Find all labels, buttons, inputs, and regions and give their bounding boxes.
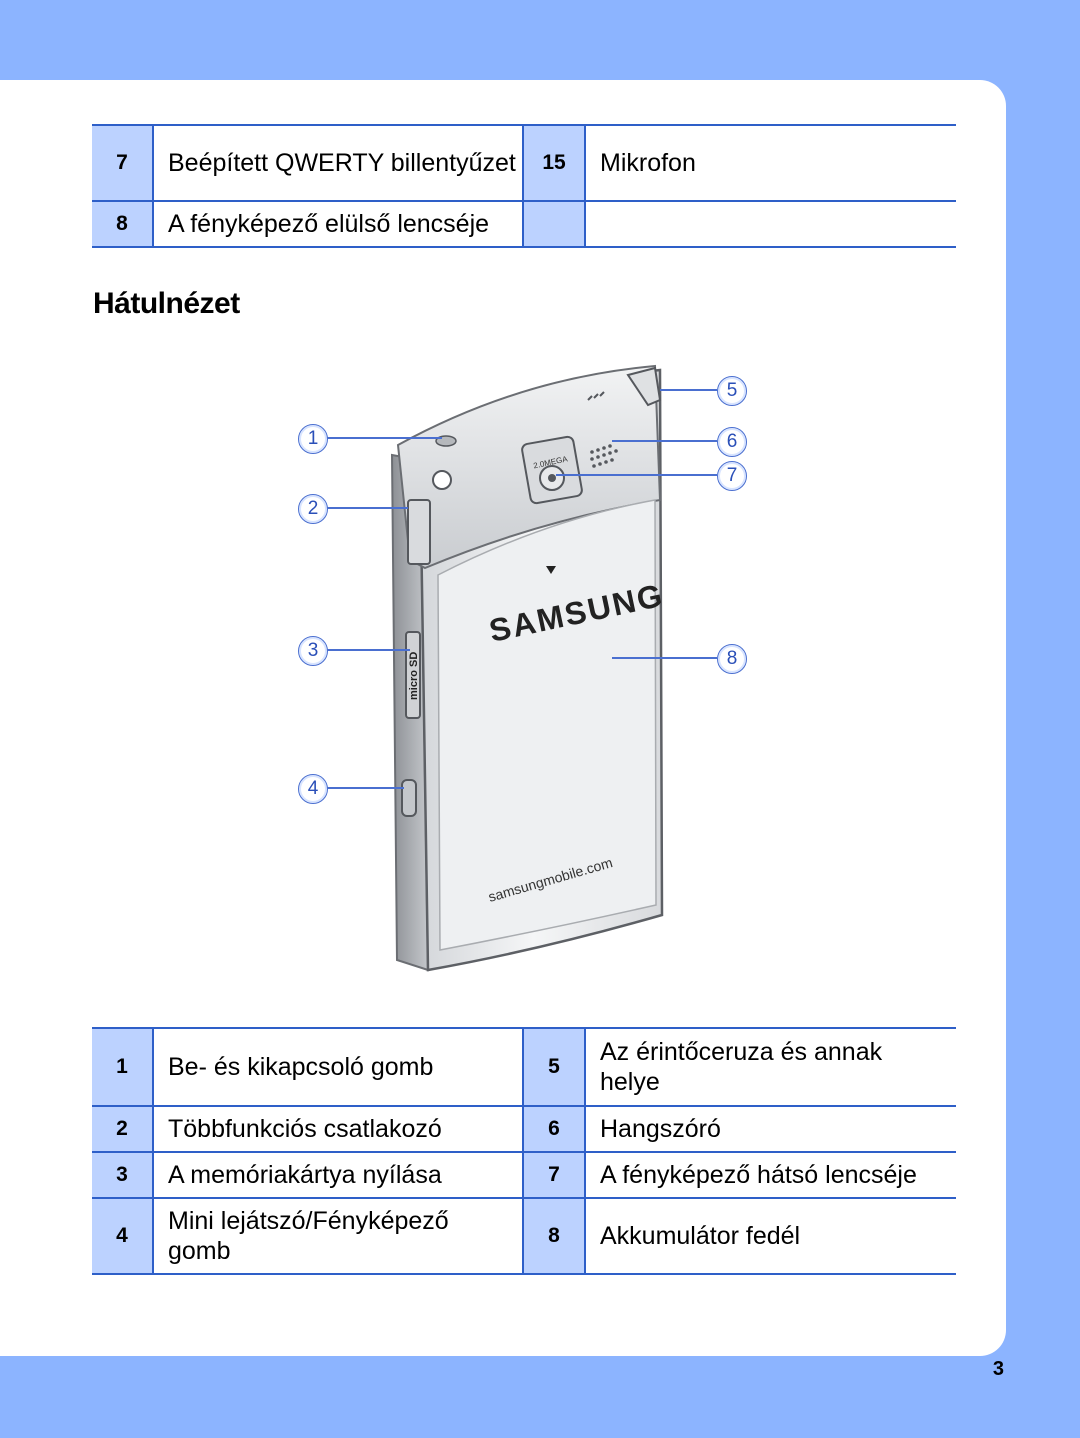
part-label: Beépített QWERTY billentyűzet (153, 125, 524, 201)
part-label: Többfunkciós csatlakozó (153, 1106, 524, 1152)
stylus-holder (626, 366, 662, 407)
table-row: 7 Beépített QWERTY billentyűzet 15 Mikro… (92, 125, 956, 201)
part-label: A fényképező elülső lencséje (153, 201, 524, 247)
part-label: A memóriakártya nyílása (153, 1152, 524, 1198)
leader-lines (327, 389, 717, 789)
table-row: 2 Többfunkciós csatlakozó 6 Hangszóró (92, 1106, 956, 1152)
part-number: 1 (92, 1028, 154, 1106)
callout-6: 6 (717, 427, 747, 457)
battery-cover (437, 499, 657, 951)
part-number: 4 (92, 1198, 154, 1274)
part-number: 7 (92, 125, 154, 201)
page-number: 3 (992, 1358, 1004, 1380)
part-label: Akkumulátor fedél (600, 1222, 801, 1250)
part-label: Mini lejátszó/Fényképező gomb (153, 1198, 524, 1274)
table-row: 1 Be- és kikapcsoló gomb 5 Az érintőceru… (92, 1028, 956, 1106)
callout-1: 1 (298, 424, 328, 454)
part-number: 3 (92, 1152, 154, 1198)
part-label: Az érintőceruza és annak helye (600, 1038, 883, 1096)
part-number: 8 (523, 1198, 586, 1274)
part-label: Be- és kikapcsoló gomb (153, 1028, 524, 1106)
memory-card-slot (405, 631, 421, 719)
callout-7: 7 (717, 461, 747, 491)
part-label: Hangszóró (600, 1115, 721, 1143)
speaker-grille (590, 444, 618, 468)
table-row: 4 Mini lejátszó/Fényképező gomb 8 Akkumu… (92, 1198, 956, 1274)
part-number: 8 (92, 201, 154, 247)
top-parts-table: 7 Beépített QWERTY billentyűzet 15 Mikro… (92, 124, 956, 248)
callout-2: 2 (298, 494, 328, 524)
callout-8: 8 (717, 644, 747, 674)
section-title: Hátulnézet (93, 287, 240, 320)
multi-connector (407, 499, 431, 565)
callout-3: 3 (298, 636, 328, 666)
callout-4: 4 (298, 774, 328, 804)
table-row: 8 A fényképező elülső lencséje (92, 201, 956, 247)
table-row: 3 A memóriakártya nyílása 7 A fényképező… (92, 1152, 956, 1198)
side-button (401, 779, 417, 817)
part-label: A fényképező hátsó lencséje (600, 1161, 917, 1189)
bottom-parts-table: 1 Be- és kikapcsoló gomb 5 Az érintőceru… (92, 1027, 956, 1275)
part-number: 6 (523, 1106, 586, 1152)
part-number: 15 (523, 125, 586, 201)
part-label: Mikrofon (600, 149, 696, 177)
callout-5: 5 (717, 376, 747, 406)
flash (432, 470, 452, 490)
part-number: 7 (523, 1152, 586, 1198)
slot-label: micro SD (408, 652, 420, 700)
part-number: 2 (92, 1106, 154, 1152)
part-number (523, 201, 586, 247)
part-number: 5 (523, 1028, 586, 1106)
